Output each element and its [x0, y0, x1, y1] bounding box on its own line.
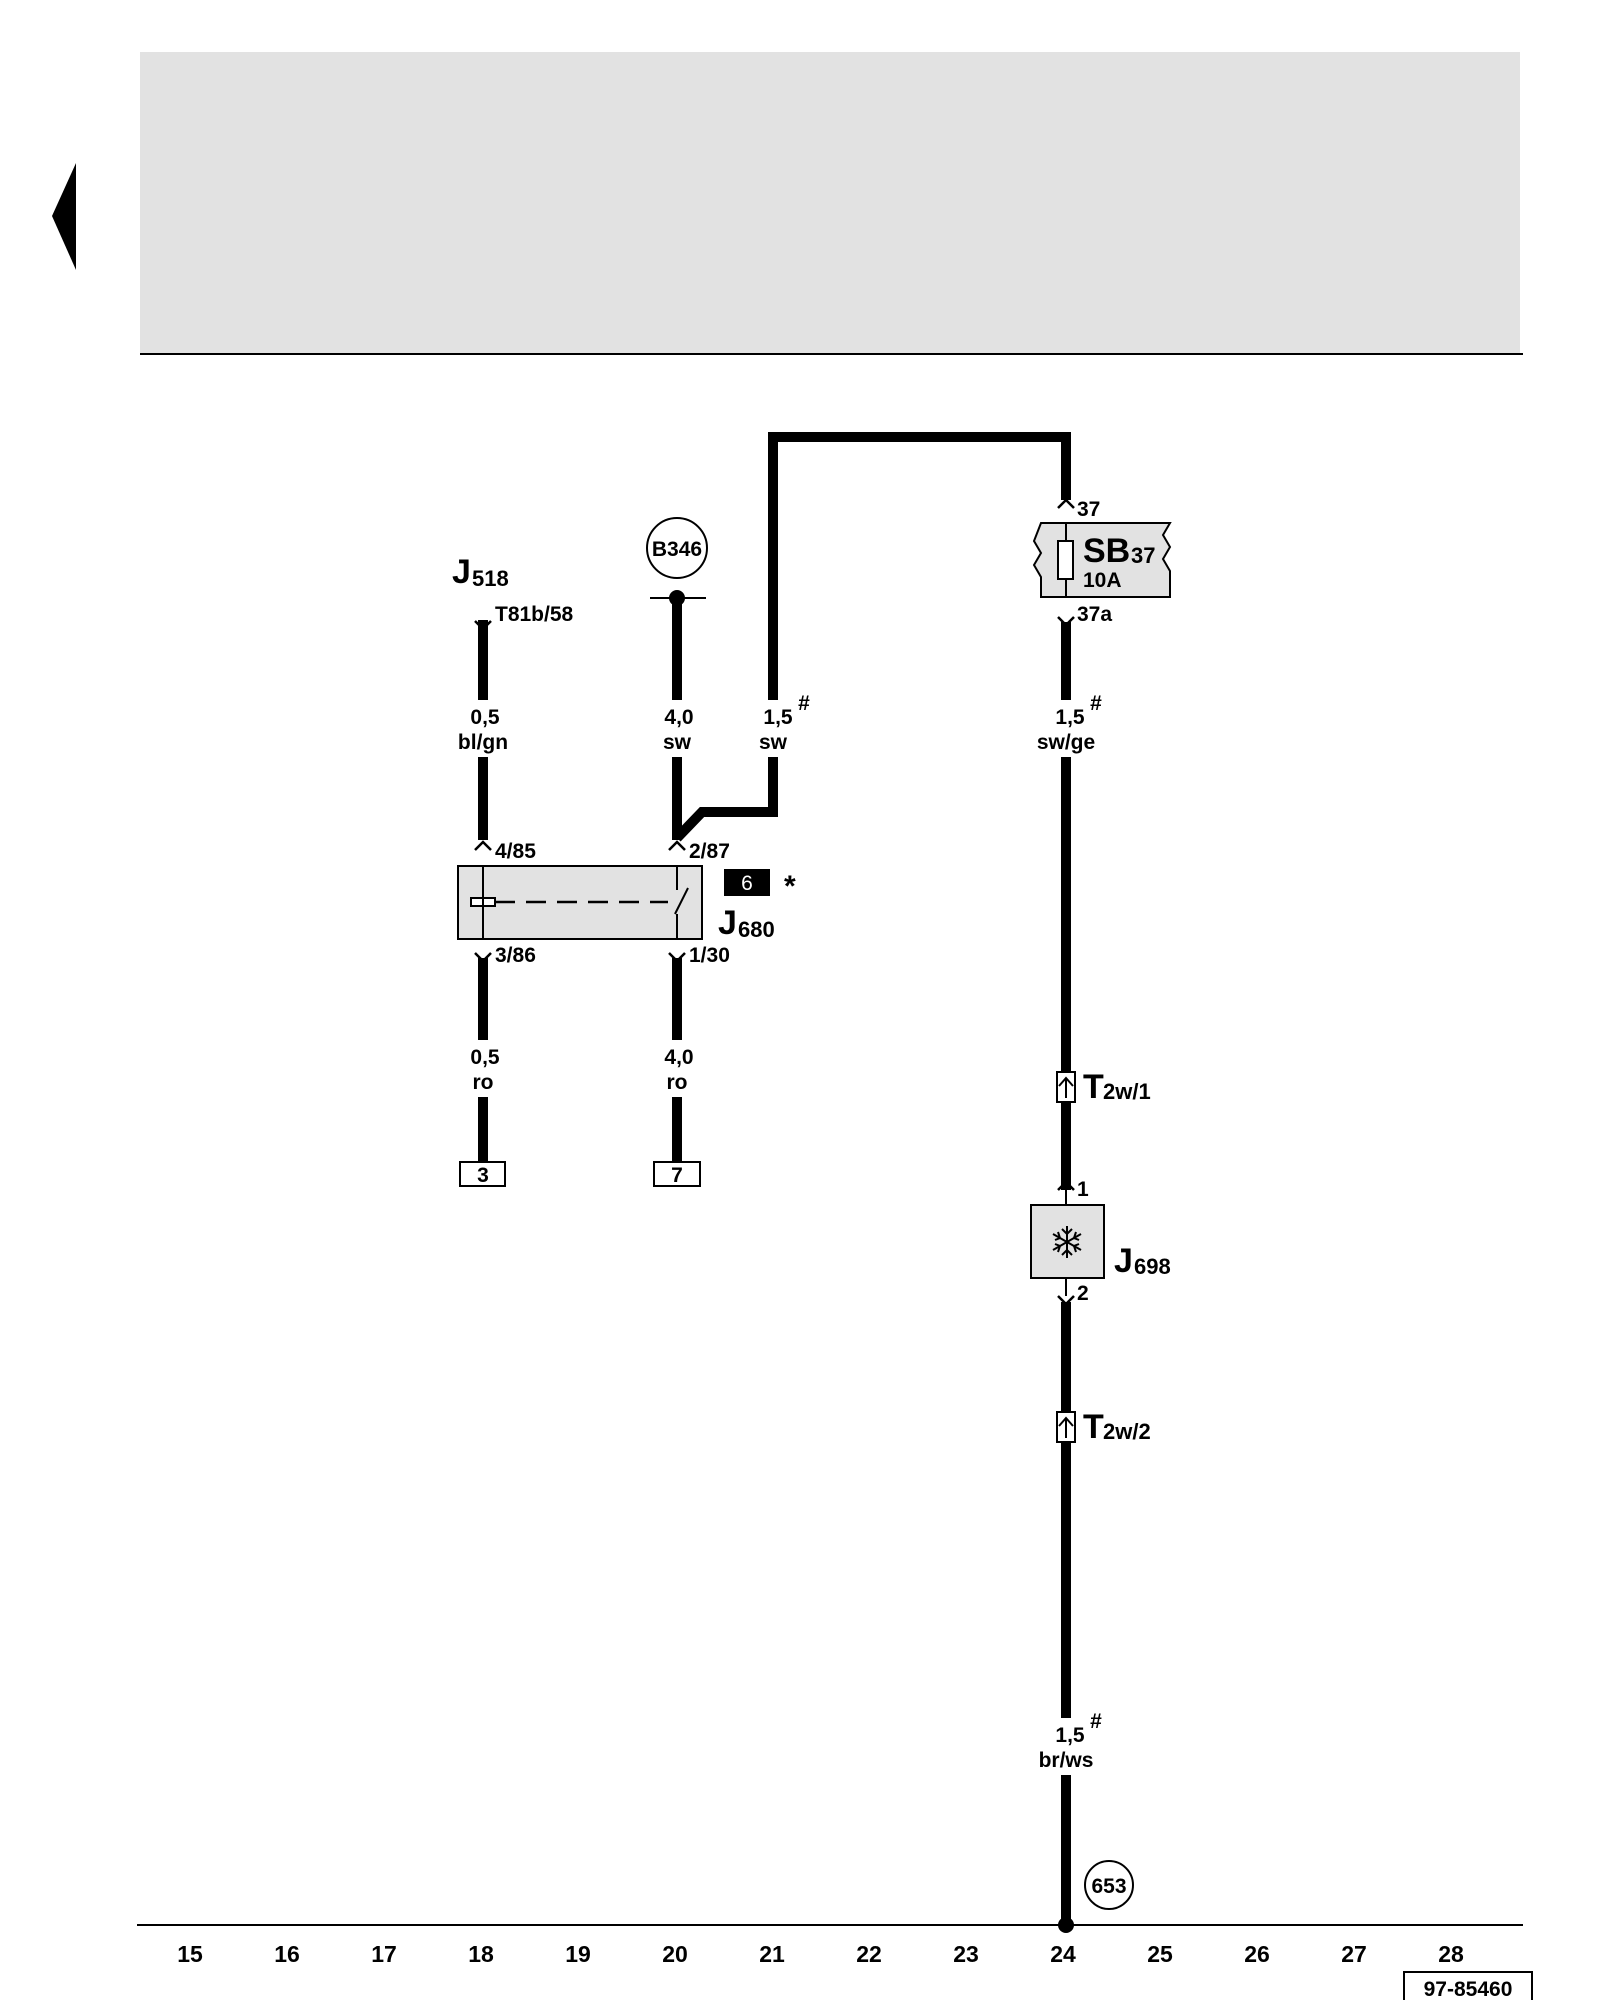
wire-sw-1-5 [673, 757, 778, 842]
column-number: 19 [565, 1941, 591, 1967]
doc-code-box [1403, 1971, 1533, 2000]
column-number: 18 [468, 1941, 494, 1967]
column-number: 27 [1341, 1941, 1367, 1967]
t2w1-sub: 2w/1 [1103, 1079, 1151, 1104]
svg-text:4,0: 4,0 [664, 1046, 693, 1069]
j680-pin-2-87: 2/87 [689, 840, 730, 863]
j698-letter: J [1114, 1242, 1133, 1280]
svg-text:#: # [1090, 1710, 1102, 1733]
svg-text:ro: ro [473, 1071, 494, 1094]
column-number: 28 [1438, 1941, 1464, 1967]
column-number: 20 [662, 1941, 688, 1967]
j680-pin-3-86: 3/86 [495, 944, 536, 967]
b346-label: B346 [652, 538, 702, 561]
column-number: 21 [759, 1941, 785, 1967]
column-number: 16 [274, 1941, 300, 1967]
sb37-pin-out: 37a [1077, 603, 1112, 626]
back-arrow-icon[interactable] [52, 163, 76, 270]
column-number: 15 [177, 1941, 203, 1967]
wire-label-sw-ge: 1,5 # sw/ge [1037, 692, 1102, 754]
sb37-rating: 10A [1083, 569, 1122, 592]
j698-sub: 698 [1134, 1254, 1171, 1279]
svg-text:#: # [798, 692, 810, 715]
svg-text:br/ws: br/ws [1039, 1749, 1094, 1772]
column-number: 24 [1050, 1941, 1076, 1967]
svg-text:0,5: 0,5 [470, 1046, 500, 1069]
svg-text:sw/ge: sw/ge [1037, 731, 1095, 754]
svg-text:bl/gn: bl/gn [458, 731, 508, 754]
column-number: 17 [371, 1941, 397, 1967]
t2w2-sub: 2w/2 [1103, 1419, 1151, 1444]
doc-code: 97-85460 [1424, 1978, 1513, 2000]
svg-text:sw: sw [663, 731, 692, 754]
header-panel [140, 52, 1520, 354]
svg-text:ro: ro [667, 1071, 688, 1094]
svg-text:1,5: 1,5 [1055, 1724, 1085, 1747]
t2w1-letter: T [1083, 1068, 1104, 1106]
b346-circle [646, 517, 708, 579]
wire-label-br-ws: 1,5 # br/ws [1039, 1710, 1103, 1772]
ground-653-circle [1084, 1860, 1134, 1910]
b346-node [669, 590, 685, 606]
sb37-pin-in: 37 [1077, 498, 1100, 521]
wire-label-ro-7: 4,0 ro [664, 1046, 693, 1094]
wire-label-bl-gn: 0,5 bl/gn [458, 706, 508, 754]
svg-text:4,0: 4,0 [664, 706, 693, 729]
ref-box-3[interactable] [459, 1161, 506, 1187]
column-numbers: 15 16 17 18 19 20 21 22 23 24 25 26 27 28 [177, 1941, 1464, 1967]
snowflake-icon [1052, 1226, 1082, 1258]
column-number: 23 [953, 1941, 979, 1967]
ref-box-3-label: 3 [477, 1164, 489, 1187]
svg-text:0,5: 0,5 [470, 706, 500, 729]
wire-label-sw-1-5: 1,5 # sw [759, 692, 810, 754]
j698-pin-2: 2 [1077, 1282, 1089, 1305]
svg-text:1,5: 1,5 [1055, 706, 1085, 729]
svg-text:1,5: 1,5 [763, 706, 793, 729]
wire-label-sw-4: 4,0 sw [663, 706, 694, 754]
ground-653-label: 653 [1091, 1875, 1126, 1898]
sb37-letter: SB [1083, 532, 1130, 570]
column-number: 26 [1244, 1941, 1270, 1967]
j698-pin-1: 1 [1077, 1178, 1089, 1201]
j680-sub: 680 [738, 917, 775, 942]
j680-asterisk: * [784, 870, 796, 903]
sb37-sub: 37 [1131, 543, 1155, 568]
svg-text:sw: sw [759, 731, 788, 754]
pin-arrows [474, 498, 1075, 1306]
j680-switch [674, 887, 689, 915]
ref-box-7-label: 7 [671, 1164, 683, 1187]
column-number: 25 [1147, 1941, 1173, 1967]
j518-pin: T81b/58 [495, 603, 574, 626]
j680-position-badge [724, 869, 770, 896]
j518-letter: J [452, 553, 471, 591]
ref-box-7[interactable] [653, 1161, 701, 1187]
j680-pin-1-30: 1/30 [689, 944, 730, 967]
t2w2-letter: T [1083, 1408, 1104, 1446]
j680-letter: J [718, 904, 737, 942]
fuse-icon [1057, 540, 1074, 580]
j518-sub: 518 [472, 566, 509, 591]
wire-label-ro-3: 0,5 ro [470, 1046, 500, 1094]
column-number: 22 [856, 1941, 882, 1967]
j680-badge-number: 6 [741, 872, 753, 895]
svg-text:#: # [1090, 692, 1102, 715]
j680-pin-4-85: 4/85 [495, 840, 536, 863]
